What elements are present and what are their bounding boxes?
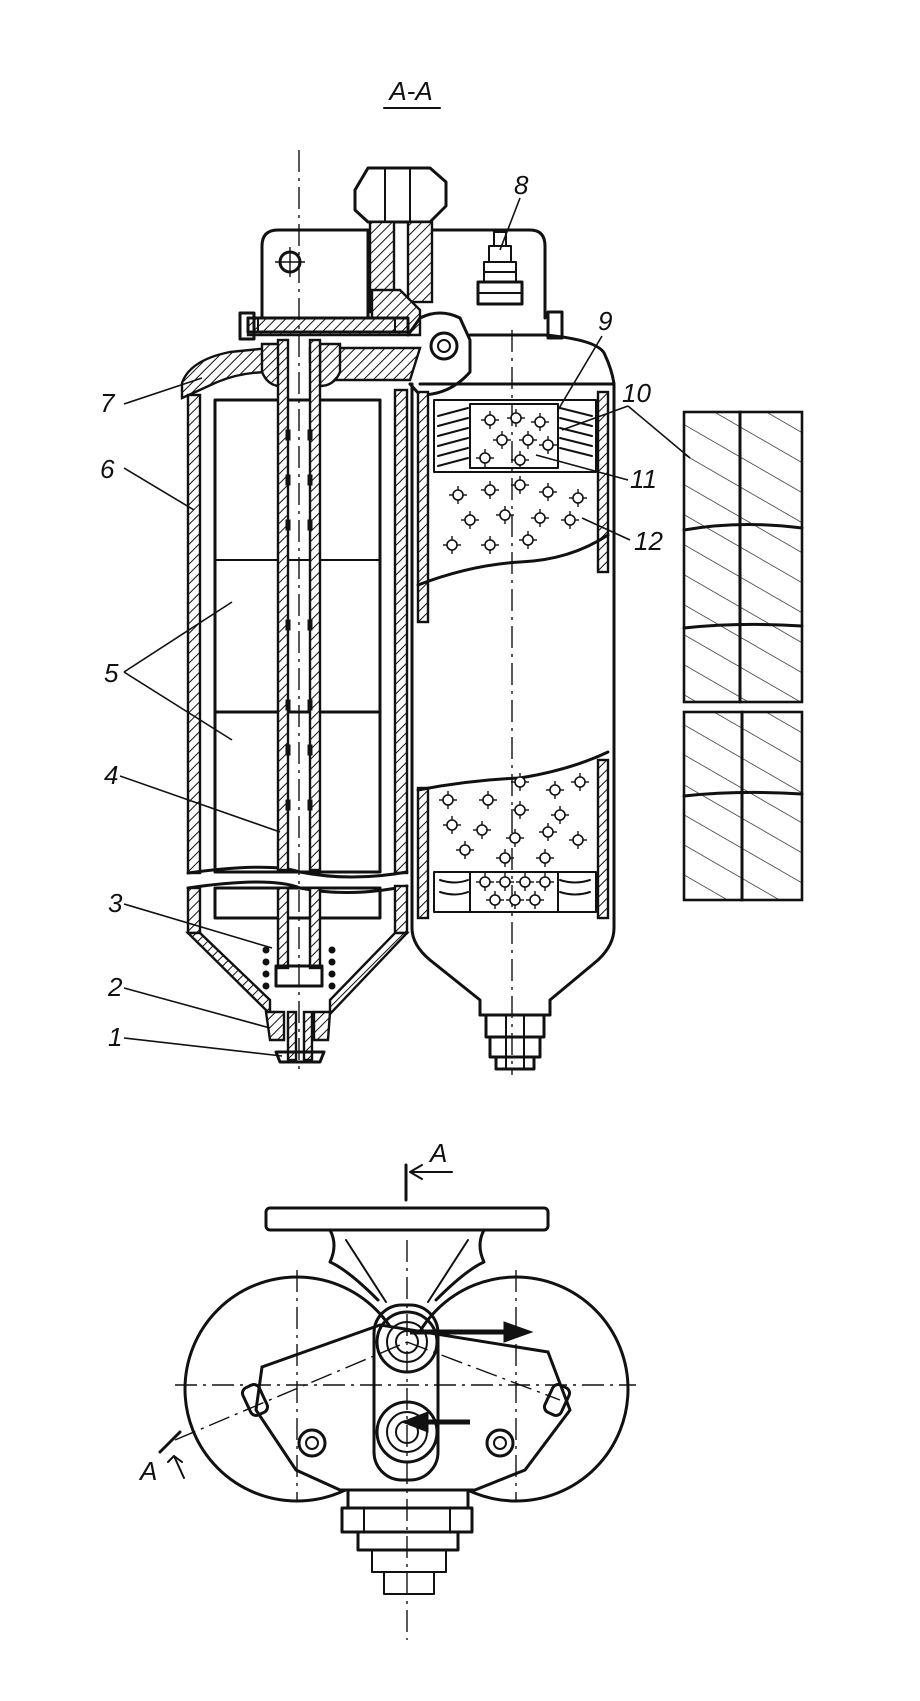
mounting-plate-left (260, 228, 370, 320)
detail-block-upper (682, 410, 804, 704)
filter-head (180, 166, 616, 400)
pivot-lug (406, 311, 472, 397)
callout-12: 12 (634, 526, 663, 556)
inlet-pipe-wall-right (406, 220, 434, 304)
filter-media-pores-bottom (475, 872, 555, 910)
cone-right (328, 931, 410, 1018)
relief-spring (262, 946, 336, 990)
callout-9: 9 (598, 306, 612, 336)
callout-6: 6 (100, 454, 115, 484)
left-filter-housing (185, 150, 410, 1075)
callout-1: 1 (108, 1022, 122, 1052)
leader-lines (119, 197, 691, 1057)
cone-left (185, 931, 272, 1017)
head-bolt-left (238, 311, 256, 341)
fins-lower (439, 879, 591, 896)
housing-wall-right (393, 388, 409, 875)
center-tube-wall-left (276, 338, 290, 872)
head-bolt-right (546, 310, 564, 340)
drain-nut-right (312, 1010, 332, 1042)
callout-8: 8 (514, 170, 529, 200)
fins-upper-right (559, 407, 593, 457)
outlet-port-icon (375, 1400, 439, 1464)
callout-4: 4 (104, 760, 118, 790)
fins-upper-left (437, 407, 469, 467)
callout-5: 5 (104, 658, 119, 688)
arrow-left-icon (400, 1411, 429, 1433)
inlet-union-nut (353, 166, 448, 224)
section-cut-mark-left (158, 1430, 182, 1454)
section-line-a (174, 1341, 408, 1441)
cover-flange-left (180, 346, 272, 400)
arrow-right-icon (503, 1321, 534, 1343)
section-mark-top-label: A (428, 1138, 447, 1168)
head-boss-plan (372, 1303, 440, 1482)
filter-media-pores-upper (442, 408, 588, 555)
right-housing-outline-left (410, 382, 482, 1017)
drain-plug-head (274, 1050, 326, 1064)
side-bolt-right (542, 1383, 572, 1417)
drain-nut-left (264, 1010, 286, 1042)
valve-disc (274, 964, 324, 988)
section-mark-left-label: A (138, 1456, 157, 1486)
callout-3: 3 (108, 888, 123, 918)
filter-media-pores-lower (438, 772, 590, 868)
section-title-text: A-A (387, 76, 432, 106)
arrow-icon (409, 1164, 423, 1180)
wound-element-detail (682, 410, 804, 902)
inlet-port-icon (375, 1310, 439, 1374)
upper-element-frame (433, 399, 597, 473)
callout-10: 10 (622, 378, 651, 408)
filter-element-lower (213, 710, 382, 874)
center-tube-wall-right (308, 338, 322, 872)
plan-view (158, 1163, 636, 1640)
right-housing-outline-right (548, 382, 616, 1017)
right-drain-nut (484, 1013, 546, 1039)
air-vent-valve (476, 231, 524, 306)
cutaway-edge-upper (416, 533, 610, 587)
right-cover (418, 333, 616, 386)
plan-mounting-plate (264, 1206, 550, 1232)
callout-labels: 1 2 3 4 5 6 7 8 9 10 11 12 A A (100, 170, 663, 1486)
drain-plug-right (302, 1010, 314, 1062)
pivot-pin-icon (429, 331, 459, 361)
head-plan-outline (254, 1323, 572, 1492)
tube-perforations (285, 429, 313, 811)
callout-7: 7 (100, 388, 116, 418)
section-title: A-A (383, 76, 441, 109)
mounting-plate-right (430, 228, 547, 320)
bolt-left-icon (297, 1428, 327, 1458)
right-filter-housing (410, 330, 616, 1075)
side-bolt-left (240, 1383, 270, 1417)
bottom-fitting-base (346, 1488, 470, 1510)
drain-plug-left (286, 1010, 298, 1062)
filter-element-upper (213, 398, 382, 714)
callout-2: 2 (107, 972, 123, 1002)
bolt-right-icon (485, 1428, 515, 1458)
callout-11: 11 (630, 464, 657, 494)
